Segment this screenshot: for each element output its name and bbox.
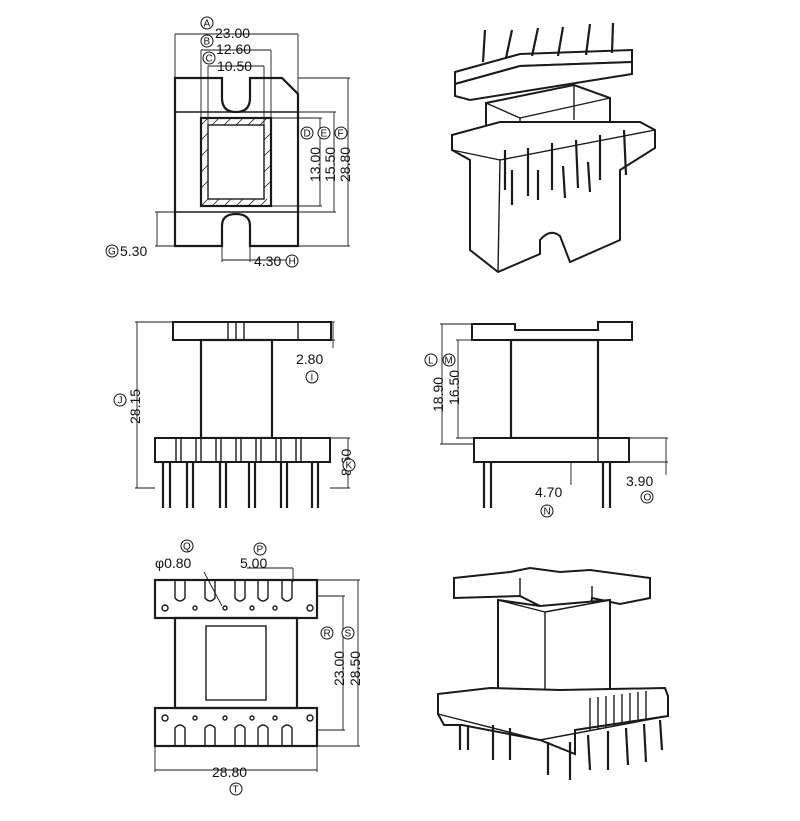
label-M: M [445,356,453,367]
dim-F-value: 28.80 [337,147,353,182]
label-Q: Q [183,542,191,553]
dim-S-value: 28.50 [347,651,363,686]
label-T: T [233,785,239,796]
dim-B-value: 12.60 [216,41,251,57]
dim-E-value: 15.50 [322,147,338,182]
label-B: B [204,37,211,48]
isometric-exploded-view [451,22,656,274]
label-F: F [338,129,344,140]
bottom-view: Q φ0.80 P 5.00 R S 23.00 28.50 28.80 T [153,539,363,796]
upper-pins [481,22,615,63]
label-H: H [289,257,296,268]
side-view: L M 18.90 16.50 4.70 N 3.90 O [424,321,668,518]
label-J: J [118,396,123,407]
top-flange-slots [161,580,314,612]
dim-N-value: 4.70 [535,484,562,500]
dim-H-value: 4.30 [254,253,281,269]
label-P: P [257,545,264,556]
dim-T-value: 28.80 [212,764,247,780]
label-S: S [345,629,352,640]
dim-I-value: 2.80 [296,351,323,367]
dim-A-value: 23.00 [215,25,250,41]
label-I: I [311,373,314,384]
dim-O-value: 3.90 [626,473,653,489]
label-A: A [204,19,211,30]
dim-J-value: 28.15 [127,389,143,424]
dim-P-value: 5.00 [240,555,267,571]
top-view: A 23.00 B 12.60 C 10.50 D E F 13.00 15.5… [105,16,353,269]
label-N: N [544,507,551,518]
label-L: L [428,356,434,367]
label-G: G [108,247,116,258]
hatch-pattern [200,117,272,207]
dim-R-value: 23.00 [331,651,347,686]
label-K: K [346,461,353,472]
front-pins [161,462,320,508]
isometric-assembled-view [437,566,669,780]
dim-M-value: 16.50 [446,370,462,405]
isometric-pins [458,719,664,780]
isometric-pin-slots [589,691,647,730]
label-O: O [644,493,652,504]
label-D: D [304,129,311,140]
dim-Q-value: φ0.80 [155,555,192,571]
dim-C-value: 10.50 [217,58,252,74]
pin-slots [175,438,302,462]
bottom-flange-slots [161,714,314,746]
dim-L-value: 18.90 [430,377,446,412]
side-pins [482,462,612,508]
label-C: C [206,54,213,65]
lower-pins [503,129,628,205]
dim-D-value: 13.00 [307,147,323,182]
label-R: R [324,629,331,640]
front-view: 2.80 I J 28.15 8.60 K [113,321,356,508]
label-E: E [321,129,328,140]
dim-G-value: 5.30 [120,243,147,259]
